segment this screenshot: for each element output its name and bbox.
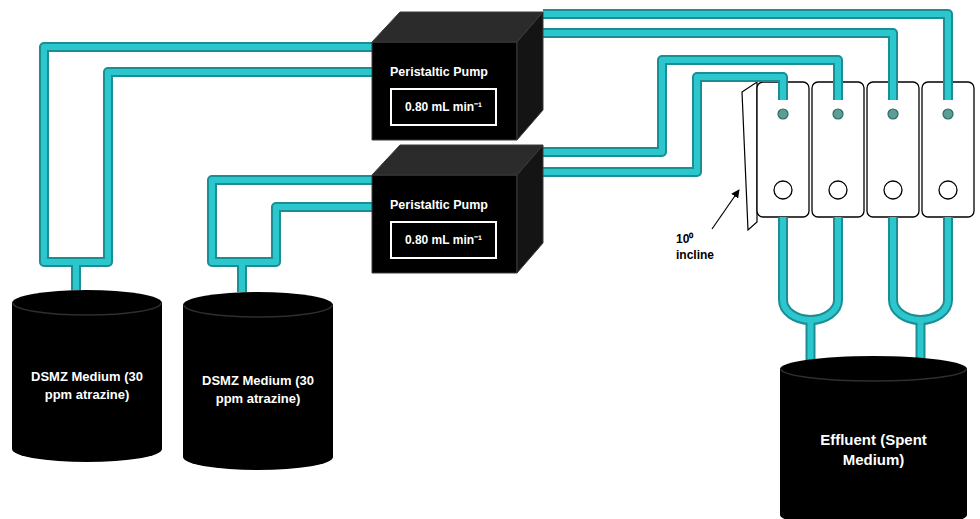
flow-rate-box: 0.80 mL min⁻¹ xyxy=(390,88,497,126)
inlet-ports xyxy=(778,109,953,119)
pump-label: Peristaltic Pump xyxy=(390,197,488,214)
vessel-label: Effluent (Spent Medium) xyxy=(792,430,955,471)
medium-reservoir: DSMZ Medium (30 ppm atrazine) xyxy=(183,292,333,470)
flow-cells xyxy=(757,82,974,217)
pump-box: Peristaltic Pump 0.80 mL min⁻¹ xyxy=(372,12,543,140)
pump-label: Peristaltic Pump xyxy=(390,64,488,81)
pump-box: Peristaltic Pump 0.80 mL min⁻¹ xyxy=(372,145,543,273)
flow-rate-label: 0.80 mL min⁻¹ xyxy=(405,232,482,248)
flow-rate-label: 0.80 mL min⁻¹ xyxy=(405,99,482,115)
incline-label: 10⁰ incline xyxy=(676,232,728,263)
effluent-vessel: Effluent (Spent Medium) xyxy=(780,356,967,519)
medium-reservoir: DSMZ Medium (30 ppm atrazine) xyxy=(12,290,162,462)
leader-line xyxy=(712,190,739,229)
outlet-ports xyxy=(774,181,957,199)
vessel-label: DSMZ Medium (30 ppm atrazine) xyxy=(24,368,150,403)
tubing-outline xyxy=(212,180,372,292)
tubing-inner xyxy=(212,180,372,292)
tubing-connector xyxy=(212,180,372,292)
flow-rate-box: 0.80 mL min⁻¹ xyxy=(390,221,497,259)
vessel-label: DSMZ Medium (30 ppm atrazine) xyxy=(195,372,321,407)
incline-panel xyxy=(742,82,757,230)
